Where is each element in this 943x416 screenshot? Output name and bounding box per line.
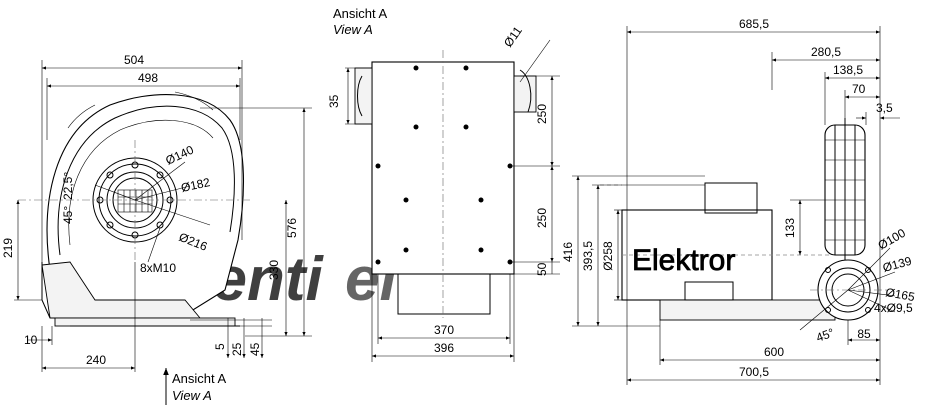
- left-view: 504 498 576 330 219 Ø140 Ø182 Ø216 22,5°…: [1, 53, 312, 405]
- dim-d139: Ø139: [881, 254, 913, 275]
- dim-45-deg: 45°: [814, 325, 836, 344]
- dim-600: 600: [764, 345, 784, 359]
- dim-416: 416: [561, 242, 575, 262]
- dim-138-5: 138,5: [833, 63, 863, 77]
- dim-685-5: 685,5: [739, 17, 769, 31]
- dim-700-5: 700,5: [739, 365, 769, 379]
- blower-housing: [46, 93, 244, 319]
- view-a-label-bottom-de: Ansicht A: [172, 371, 227, 386]
- dim-foot-10: 10: [24, 333, 38, 347]
- dim-133: 133: [783, 218, 797, 238]
- dim-70: 70: [852, 82, 866, 96]
- motor-base: [659, 299, 836, 321]
- motor-label: Elektror: [632, 244, 735, 277]
- dim-370: 370: [434, 323, 454, 337]
- discharge-outlet: [397, 273, 491, 315]
- dim-250-mid: 250: [535, 208, 549, 228]
- mount-holes: [375, 65, 513, 265]
- dim-85: 85: [857, 327, 871, 341]
- dim-219: 219: [1, 238, 15, 258]
- dim-d11: Ø11: [501, 24, 525, 50]
- dim-498: 498: [138, 71, 158, 85]
- dim-angle-22-5: 22,5°: [61, 172, 75, 200]
- housing-rib-outer: [57, 105, 235, 256]
- dim-foot-5: 5: [213, 343, 227, 350]
- view-a-label-top-de: Ansicht A: [333, 6, 388, 21]
- middle-view: Ansicht A View A 35 Ø11: [327, 6, 560, 362]
- view-a-label-bottom-en: View A: [172, 388, 212, 403]
- view-a-label-top-en: View A: [333, 22, 373, 37]
- dim-393-5: 393,5: [581, 241, 595, 271]
- dim-d182: Ø182: [180, 175, 212, 195]
- fan-ribs: [825, 139, 865, 241]
- dim-foot-25: 25: [230, 342, 244, 356]
- dim-d100: Ø100: [876, 226, 909, 253]
- dim-50: 50: [535, 262, 549, 276]
- dim-bolts: 8xM10: [140, 261, 176, 275]
- dim-396: 396: [434, 341, 454, 355]
- dim-foot-45: 45: [248, 342, 262, 356]
- dim-d258: Ø258: [601, 241, 615, 271]
- dim-holes: 4xØ9,5: [874, 301, 913, 315]
- dim-576: 576: [285, 218, 299, 238]
- dim-504: 504: [124, 53, 144, 67]
- dim-250-top: 250: [535, 104, 549, 124]
- dim-35: 35: [327, 94, 341, 108]
- dim-280-5: 280,5: [811, 45, 841, 59]
- dim-d165: Ø165: [884, 285, 916, 304]
- right-view: Elektror 685,5: [561, 17, 916, 385]
- dim-330: 330: [267, 260, 281, 280]
- base-foot: [54, 317, 236, 327]
- dim-foot-240: 240: [86, 353, 106, 367]
- right-flange: [513, 75, 537, 113]
- dim-angle-45: 45°: [61, 206, 75, 224]
- terminal-box: [704, 182, 758, 214]
- dim-3-5: 3,5: [876, 101, 893, 115]
